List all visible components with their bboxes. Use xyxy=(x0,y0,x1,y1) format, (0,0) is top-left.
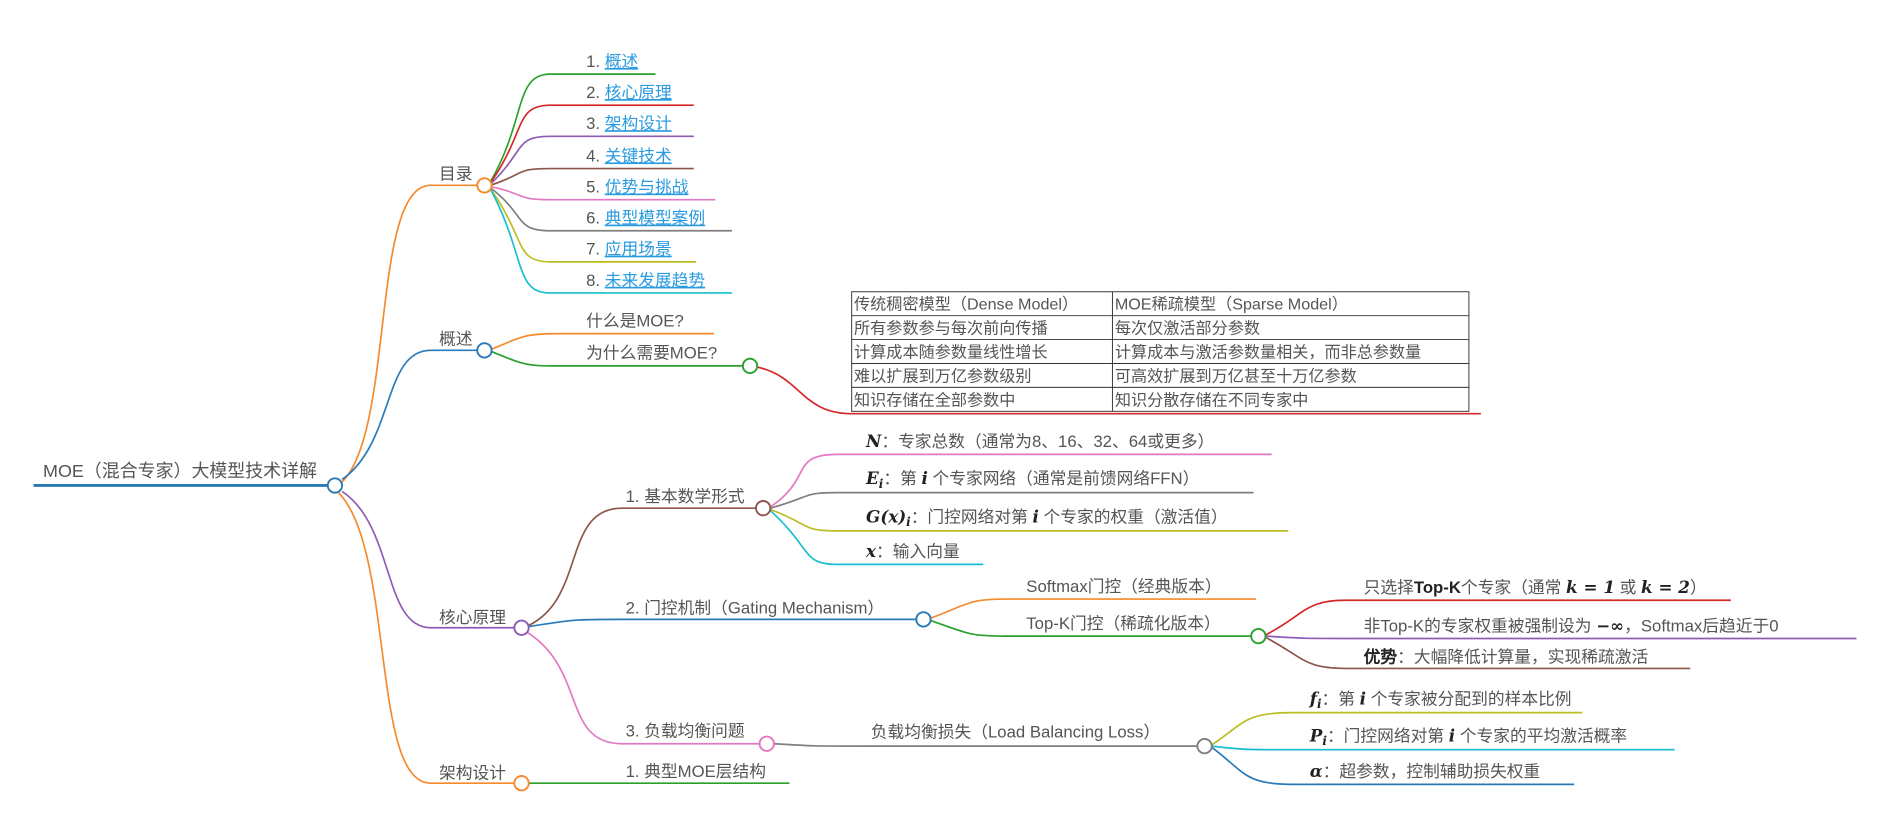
math-e-node[interactable]: Ei：第 i 个专家网络（通常是前馈网络FFN） xyxy=(865,468,1199,491)
toc-item[interactable]: 3. 架构设计 xyxy=(586,114,672,133)
root-title[interactable]: MOE（混合专家）大模型技术详解 xyxy=(43,461,317,481)
toc-item[interactable]: 7. 应用场景 xyxy=(586,240,672,259)
root-node-toggle[interactable] xyxy=(326,477,344,494)
topk-node-toggle[interactable] xyxy=(1250,627,1267,645)
gating-node-toggle[interactable] xyxy=(915,611,932,628)
toc-link[interactable]: 未来发展趋势 xyxy=(605,271,706,290)
toc-item[interactable]: 2. 核心原理 xyxy=(586,83,672,102)
table-cell: 知识分散存储在不同专家中 xyxy=(1115,391,1309,409)
load-balance-loss-node[interactable]: 负载均衡损失（Load Balancing Loss） xyxy=(871,723,1160,742)
toc-label[interactable]: 目录 xyxy=(439,164,472,183)
toc-item[interactable]: 4. 关键技术 xyxy=(586,146,672,165)
toc-list: 1. 概述 2. 核心原理 3. 架构设计 4. 关键技术 5. 优势与挑战 6… xyxy=(586,52,705,290)
balance-alpha-node[interactable]: α：超参数，控制辅助损失权重 xyxy=(1310,761,1540,781)
toc-item[interactable]: 8. 未来发展趋势 xyxy=(586,271,705,290)
math-form-node[interactable]: 1. 基本数学形式 xyxy=(626,487,745,506)
math-node-toggle[interactable] xyxy=(755,500,772,517)
what-is-moe-node[interactable]: 什么是MOE? xyxy=(586,311,684,330)
loss-node-toggle[interactable] xyxy=(1196,737,1213,755)
table-header-dense: 传统稠密模型（Dense Model） xyxy=(854,296,1078,314)
topk-mask-node[interactable]: 非Top-K的专家权重被强制设为 −∞，Softmax后趋近于0 xyxy=(1364,615,1779,635)
toc-item[interactable]: 5. 优势与挑战 xyxy=(586,178,689,197)
comparison-table: 传统稠密模型（Dense Model） MOE稀疏模型（Sparse Model… xyxy=(851,291,1470,412)
math-n-node[interactable]: N：专家总数（通常为8、16、32、64或更多） xyxy=(865,431,1214,451)
table-cell: 可高效扩展到万亿甚至十万亿参数 xyxy=(1115,367,1357,385)
toc-item[interactable]: 1. 概述 xyxy=(586,52,638,71)
topk-gating-node[interactable]: Top-K门控（稀疏化版本） xyxy=(1026,614,1220,633)
overview-label[interactable]: 概述 xyxy=(439,329,473,348)
toc-item[interactable]: 6. 典型模型案例 xyxy=(586,209,705,228)
toc-link[interactable]: 核心原理 xyxy=(605,83,672,102)
topk-select-node[interactable]: 只选择Top-K个专家（通常 k = 1 或 k = 2） xyxy=(1364,577,1707,597)
softmax-gating-node[interactable]: Softmax门控（经典版本） xyxy=(1026,577,1221,596)
balance-f-node[interactable]: fi：第 i 个专家被分配到的样本比例 xyxy=(1309,688,1572,711)
why-moe-node[interactable]: 为什么需要MOE? xyxy=(586,344,717,363)
toc-node-toggle[interactable] xyxy=(476,177,493,194)
balance-node-toggle[interactable] xyxy=(758,735,775,752)
table-cell: 每次仅激活部分参数 xyxy=(1115,320,1260,338)
why-node-toggle[interactable] xyxy=(741,357,759,375)
toc-link[interactable]: 典型模型案例 xyxy=(605,209,705,228)
arch-label[interactable]: 架构设计 xyxy=(439,763,506,782)
toc-link[interactable]: 关键技术 xyxy=(605,146,672,165)
table-cell: 计算成本随参数量线性增长 xyxy=(854,343,1048,362)
moe-layer-node[interactable]: 1. 典型MOE层结构 xyxy=(626,762,766,781)
overview-node-toggle[interactable] xyxy=(476,342,493,359)
edges xyxy=(33,73,1857,786)
toc-link[interactable]: 架构设计 xyxy=(605,114,672,133)
table-cell: 知识存储在全部参数中 xyxy=(854,391,1015,409)
core-node-toggle[interactable] xyxy=(513,619,530,636)
balance-p-node[interactable]: Pi：门控网络对第 i 个专家的平均激活概率 xyxy=(1309,725,1627,748)
toc-link[interactable]: 优势与挑战 xyxy=(605,178,689,197)
toc-link[interactable]: 应用场景 xyxy=(605,240,672,259)
gating-node[interactable]: 2. 门控机制（Gating Mechanism） xyxy=(626,598,885,617)
math-x-node[interactable]: x：输入向量 xyxy=(865,541,960,561)
toc-link[interactable]: 概述 xyxy=(605,52,639,71)
load-balance-node[interactable]: 3. 负载均衡问题 xyxy=(626,722,745,741)
table-cell: 计算成本与激活参数量相关，而非总参数量 xyxy=(1115,343,1421,362)
math-g-node[interactable]: G(x)i：门控网络对第 i 个专家的权重（激活值） xyxy=(866,507,1228,530)
core-label[interactable]: 核心原理 xyxy=(439,608,506,627)
arch-node-toggle[interactable] xyxy=(513,775,530,792)
table-cell: 所有参数参与每次前向传播 xyxy=(854,320,1048,338)
table-header-sparse: MOE稀疏模型（Sparse Model） xyxy=(1115,296,1348,314)
table-cell: 难以扩展到万亿参数级别 xyxy=(854,367,1031,385)
topk-advantage-node[interactable]: 优势：大幅降低计算量，实现稀疏激活 xyxy=(1364,646,1649,666)
